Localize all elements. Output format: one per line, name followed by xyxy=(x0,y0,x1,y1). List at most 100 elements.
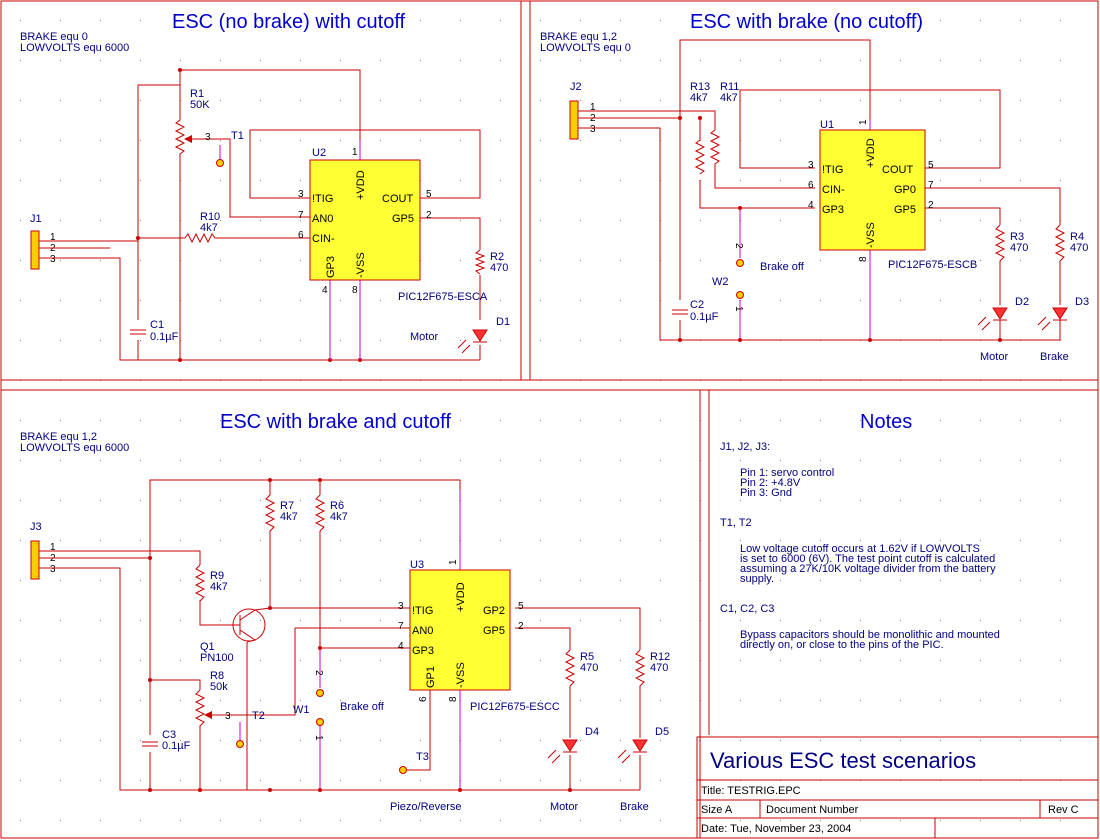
grid-dot xyxy=(260,20,261,21)
grid-dot xyxy=(660,460,661,461)
led-d5[interactable] xyxy=(632,739,648,752)
grid-dot xyxy=(60,700,61,701)
grid-dot xyxy=(340,660,341,661)
pin-number: 1 xyxy=(313,735,324,741)
grid-dot xyxy=(20,500,21,501)
grid-dot xyxy=(900,620,901,621)
chip-u2[interactable] xyxy=(309,159,421,281)
connector-j2[interactable] xyxy=(569,100,579,140)
resistor-r9[interactable] xyxy=(194,564,206,603)
grid-dot xyxy=(980,700,981,701)
grid-dot xyxy=(540,540,541,541)
connector-j3[interactable] xyxy=(30,540,40,580)
grid-dot xyxy=(1020,740,1021,741)
ref-label: R1 xyxy=(190,88,204,100)
resistor-r1[interactable] xyxy=(174,119,186,160)
led-d3[interactable] xyxy=(1052,307,1068,320)
led-d1[interactable] xyxy=(472,329,488,342)
grid-dot xyxy=(20,580,21,581)
grid-dot xyxy=(140,180,141,181)
pin-label: GP5 xyxy=(483,625,505,637)
grid-dot xyxy=(220,60,221,61)
led-d2[interactable] xyxy=(992,307,1008,320)
grid-dot xyxy=(860,580,861,581)
resistor-r7[interactable] xyxy=(264,494,276,545)
pin-label: CIN- xyxy=(312,233,335,245)
grid-dot xyxy=(1060,820,1061,821)
grid-dot xyxy=(1020,620,1021,621)
pin-number: 6 xyxy=(298,230,304,241)
grid-dot xyxy=(820,20,821,21)
pin-label: COUT xyxy=(382,193,413,205)
grid-dot xyxy=(620,20,621,21)
connector-j1[interactable] xyxy=(30,230,40,270)
grid-dot xyxy=(540,740,541,741)
grid-dot xyxy=(580,580,581,581)
chip-u1[interactable] xyxy=(819,129,926,251)
grid-dot xyxy=(780,20,781,21)
jumper-w2-pin1[interactable] xyxy=(736,291,744,299)
grid-dot xyxy=(100,340,101,341)
resistor-r10[interactable] xyxy=(184,232,230,244)
grid-dot xyxy=(740,420,741,421)
resistor-r4[interactable] xyxy=(1054,224,1066,265)
grid-dot xyxy=(620,180,621,181)
grid-dot xyxy=(60,220,61,221)
resistor-r8[interactable] xyxy=(194,689,206,735)
grid-dot xyxy=(140,660,141,661)
resistor-r3[interactable] xyxy=(994,224,1006,265)
grid-dot xyxy=(180,20,181,21)
pin-label: +VDD xyxy=(355,170,367,200)
note-heading: J1, J2, J3: xyxy=(720,441,770,453)
led-d4[interactable] xyxy=(562,739,578,752)
grid-dot xyxy=(860,60,861,61)
jumper-w2-pin2[interactable] xyxy=(736,259,744,267)
grid-dot xyxy=(860,300,861,301)
pin-number: 2 xyxy=(313,670,324,676)
grid-dot xyxy=(60,60,61,61)
pin-label: GP3 xyxy=(325,256,337,278)
grid-dot xyxy=(460,260,461,261)
grid-dot xyxy=(460,820,461,821)
grid-dot xyxy=(220,740,221,741)
testpoint-t2[interactable] xyxy=(236,740,244,748)
grid-dot xyxy=(20,740,21,741)
grid-dot xyxy=(100,780,101,781)
section-title: ESC with brake (no cutoff) xyxy=(690,11,923,33)
resistor-r13[interactable] xyxy=(694,139,706,175)
grid-dot xyxy=(300,260,301,261)
pin-number: 5 xyxy=(518,601,524,612)
grid-dot xyxy=(780,740,781,741)
pin-number: 8 xyxy=(448,696,459,702)
jumper-w1-pin1[interactable] xyxy=(316,718,324,726)
grid-dot xyxy=(420,540,421,541)
grid-dot xyxy=(580,420,581,421)
grid-dot xyxy=(780,180,781,181)
grid-dot xyxy=(180,420,181,421)
testpoint-t1[interactable] xyxy=(216,159,224,167)
grid-dot xyxy=(620,740,621,741)
resistor-r6[interactable] xyxy=(314,494,326,545)
define-line: LOWVOLTS equ 0 xyxy=(540,42,631,54)
grid-dot xyxy=(980,100,981,101)
jumper-w1-pin2[interactable] xyxy=(316,689,324,697)
testpoint-t3[interactable] xyxy=(399,766,407,774)
grid-dot xyxy=(980,620,981,621)
grid-dot xyxy=(60,20,61,21)
resistor-r12[interactable] xyxy=(634,649,646,690)
grid-dot xyxy=(500,820,501,821)
chip-u3[interactable] xyxy=(409,569,511,691)
grid-dot xyxy=(340,460,341,461)
grid-dot xyxy=(820,460,821,461)
resistor-r5[interactable] xyxy=(564,649,576,690)
resistor-r2[interactable] xyxy=(474,249,486,275)
grid-dot xyxy=(900,580,901,581)
grid-dot xyxy=(540,20,541,21)
pin-label: -VSS xyxy=(355,252,367,278)
ref-label: C2 xyxy=(690,299,704,311)
pin-number: 4 xyxy=(808,200,814,211)
ref-label: D5 xyxy=(655,726,669,738)
grid-dot xyxy=(1020,180,1021,181)
note-line: Pin 2: +4.8V xyxy=(740,477,801,489)
resistor-r11[interactable] xyxy=(709,129,721,170)
